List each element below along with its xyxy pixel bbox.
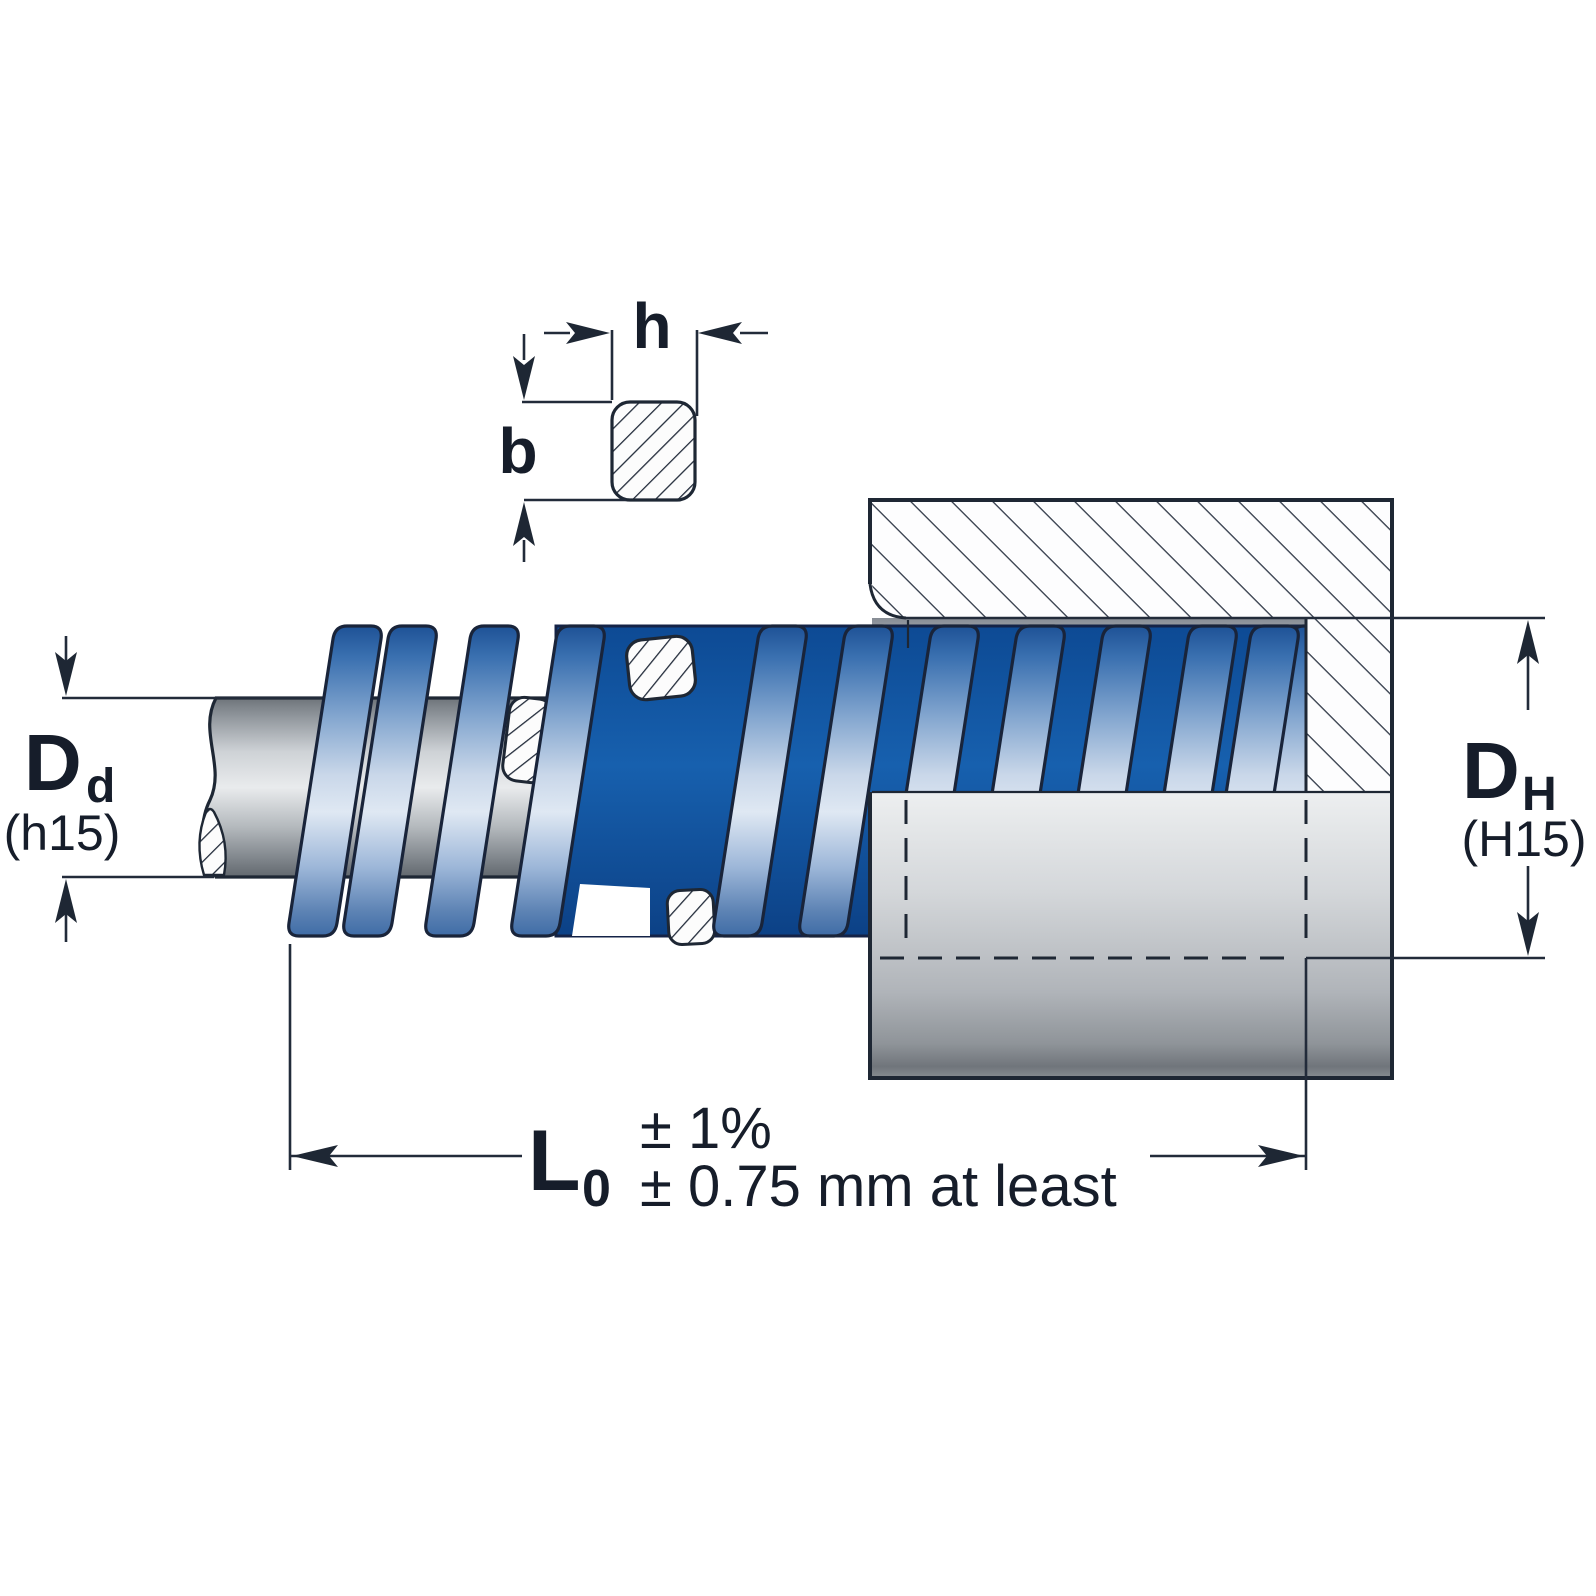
wire-cross-section bbox=[610, 400, 697, 502]
free-length-dimension: L 0 ± 1% ± 0.75 mm at least bbox=[288, 944, 1308, 1219]
spring-coil bbox=[287, 624, 383, 938]
bore-diameter-label: D bbox=[1462, 726, 1520, 815]
dimension-arrow-icon bbox=[698, 322, 742, 344]
housing-section-hatch-end bbox=[1306, 618, 1392, 792]
bore-tolerance-label: (H15) bbox=[1461, 811, 1586, 867]
spring-coil bbox=[424, 624, 520, 938]
spring-coil bbox=[510, 624, 606, 938]
dimension-arrow-icon bbox=[566, 322, 610, 344]
rod-diameter-label: D bbox=[24, 718, 82, 807]
wire-width-label: h bbox=[632, 290, 671, 362]
wire-section-detail: h b bbox=[498, 290, 768, 562]
rod-diameter-subscript: d bbox=[86, 760, 115, 813]
spring-coil bbox=[712, 624, 808, 938]
wire-height-label: b bbox=[498, 415, 537, 487]
free-length-label: L bbox=[528, 1113, 581, 1209]
spring-coil bbox=[342, 624, 438, 938]
housing-section-hatch-top bbox=[872, 500, 1392, 618]
wire-section-cut bbox=[665, 887, 717, 947]
dimension-arrow-icon bbox=[1517, 620, 1539, 664]
dimension-arrow-icon bbox=[292, 1145, 338, 1167]
free-length-subscript: 0 bbox=[582, 1160, 611, 1218]
bore-hidden-lines bbox=[880, 800, 1308, 960]
rod-diameter-dimension: D d (h15) bbox=[4, 636, 322, 942]
dimension-arrow-icon bbox=[1517, 912, 1539, 956]
rod-tolerance-label: (h15) bbox=[4, 805, 121, 861]
dimension-arrow-icon bbox=[1258, 1145, 1304, 1167]
bore-diameter-dimension: D H (H15) bbox=[906, 616, 1587, 960]
dimension-arrow-icon bbox=[513, 356, 535, 400]
bore-diameter-subscript: H bbox=[1522, 768, 1557, 821]
housing-exterior bbox=[872, 792, 1392, 1078]
wire-width-dimension bbox=[544, 330, 768, 416]
wire-section-cut bbox=[625, 634, 697, 702]
wire-height-dimension bbox=[522, 334, 626, 562]
dimension-arrow-icon bbox=[55, 652, 77, 696]
free-length-tolerance-percent: ± 1% bbox=[640, 1096, 772, 1161]
dimension-arrow-icon bbox=[55, 879, 77, 923]
housing-outline bbox=[868, 498, 1394, 1080]
free-length-tolerance-absolute: ± 0.75 mm at least bbox=[640, 1154, 1117, 1219]
coil-gap bbox=[572, 884, 650, 936]
rod-break-section bbox=[198, 807, 227, 877]
dimension-arrow-icon bbox=[513, 502, 535, 546]
spring-coil bbox=[798, 624, 894, 938]
